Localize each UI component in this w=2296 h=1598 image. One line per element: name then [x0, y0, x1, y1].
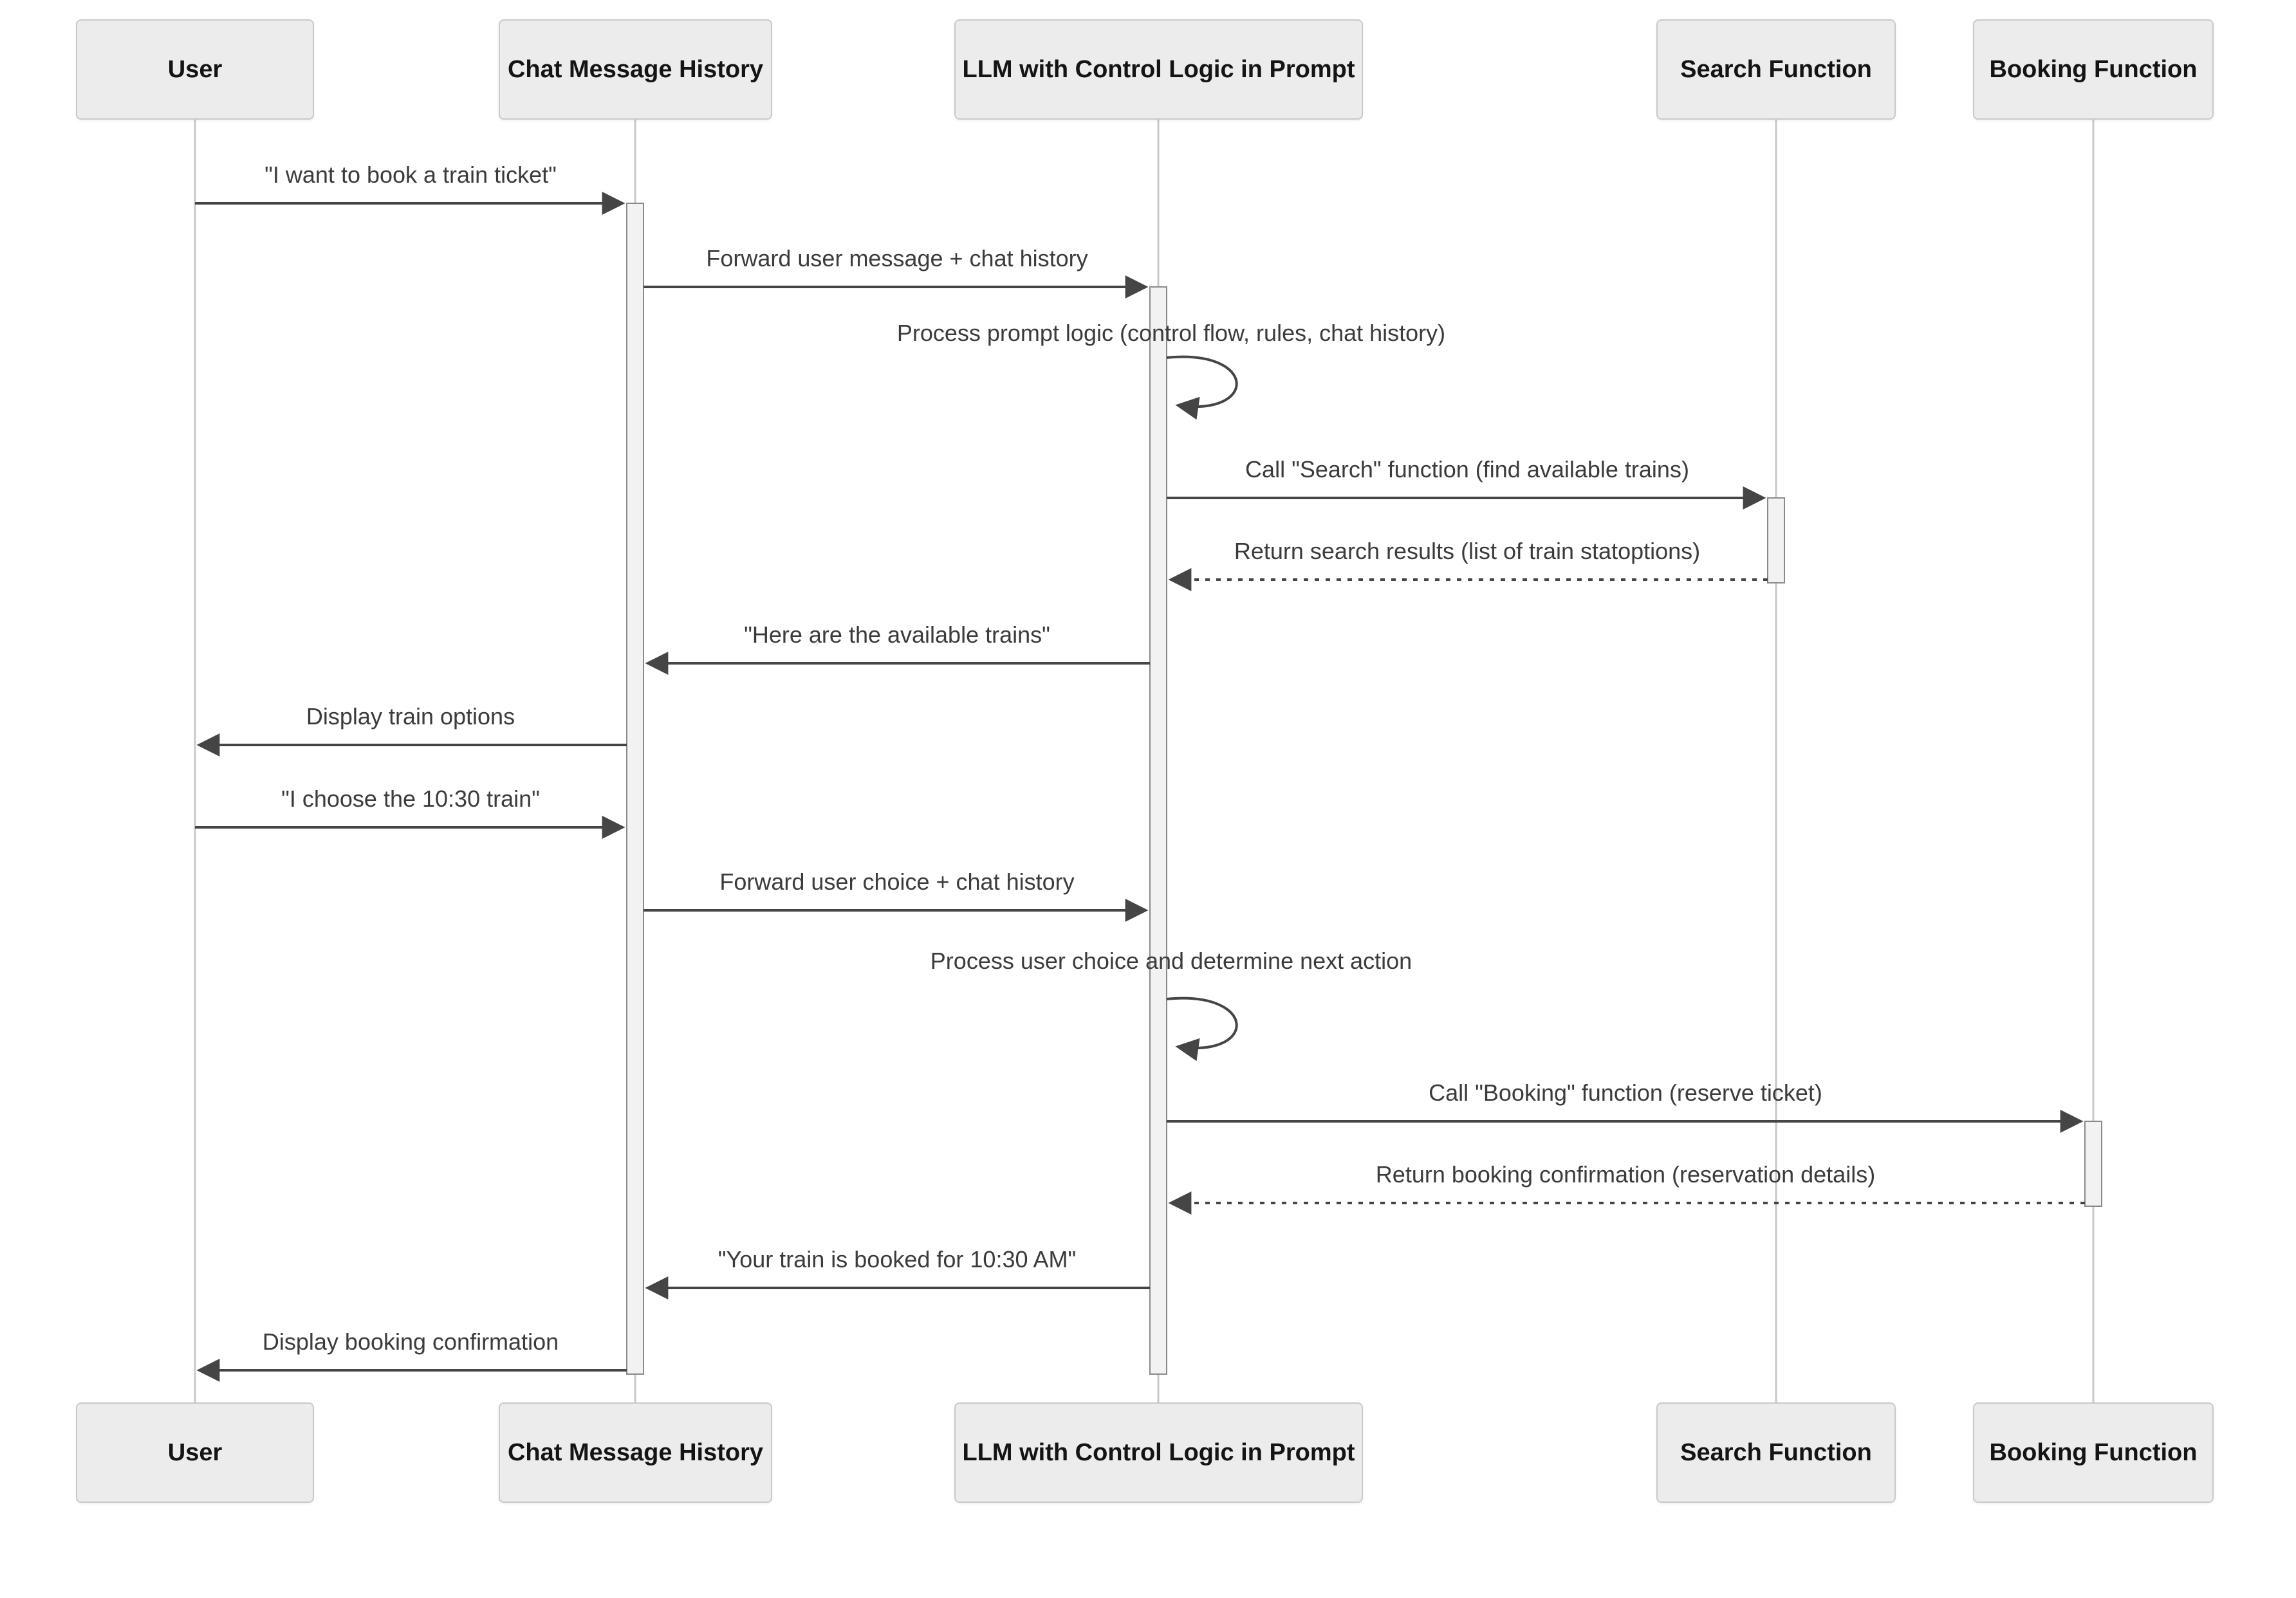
actor-label: Booking Function: [1989, 1438, 2198, 1466]
message-label-5: Return search results (list of train sta…: [1234, 538, 1701, 564]
message-label-4: Call "Search" function (find available t…: [1245, 456, 1689, 482]
activation-search: [1767, 497, 1785, 583]
actor-label: User: [167, 1438, 223, 1466]
message-arrow-10-self-loop: [1166, 996, 1238, 1061]
message-label-3: Process prompt logic (control flow, rule…: [896, 320, 1446, 346]
actor-bottom-user: User: [76, 1402, 314, 1503]
actor-label: LLM with Control Logic in Prompt: [962, 55, 1355, 83]
activation-booking: [2084, 1121, 2102, 1207]
message-label-10: Process user choice and determine next a…: [930, 948, 1412, 974]
message-label-8: "I choose the 10:30 train": [281, 785, 540, 812]
message-label-7: Display train options: [306, 703, 515, 730]
actor-top-user: User: [76, 19, 314, 120]
message-label-14: Display booking confirmation: [262, 1328, 559, 1355]
actor-label: Booking Function: [1989, 55, 2198, 83]
actor-bottom-llm: LLM with Control Logic in Prompt: [954, 1402, 1363, 1503]
actor-top-search: Search Function: [1656, 19, 1896, 120]
message-label-2: Forward user message + chat history: [706, 245, 1088, 271]
actor-bottom-search: Search Function: [1656, 1402, 1896, 1503]
activation-chat: [626, 203, 644, 1375]
activation-llm: [1149, 286, 1167, 1375]
actor-label: Search Function: [1680, 1438, 1872, 1466]
message-label-13: "Your train is booked for 10:30 AM": [718, 1246, 1077, 1272]
actor-label: User: [167, 55, 223, 83]
actor-top-llm: LLM with Control Logic in Prompt: [954, 19, 1363, 120]
message-label-11: Call "Booking" function (reserve ticket): [1429, 1079, 1822, 1106]
actor-label: LLM with Control Logic in Prompt: [962, 1438, 1355, 1466]
message-label-9: Forward user choice + chat history: [719, 868, 1075, 895]
actor-top-chat: Chat Message History: [499, 19, 772, 120]
message-label-12: Return booking confirmation (reservation…: [1375, 1161, 1876, 1188]
actor-label: Search Function: [1680, 55, 1872, 83]
actor-label: Chat Message History: [507, 1438, 763, 1466]
actor-bottom-chat: Chat Message History: [499, 1402, 772, 1503]
actor-top-booking: Booking Function: [1973, 19, 2214, 120]
actor-label: Chat Message History: [507, 55, 763, 83]
message-label-1: "I want to book a train ticket": [264, 161, 557, 188]
message-label-6: "Here are the available trains": [744, 621, 1050, 648]
actor-bottom-booking: Booking Function: [1973, 1402, 2214, 1503]
message-arrow-3-self-loop: [1166, 355, 1238, 420]
